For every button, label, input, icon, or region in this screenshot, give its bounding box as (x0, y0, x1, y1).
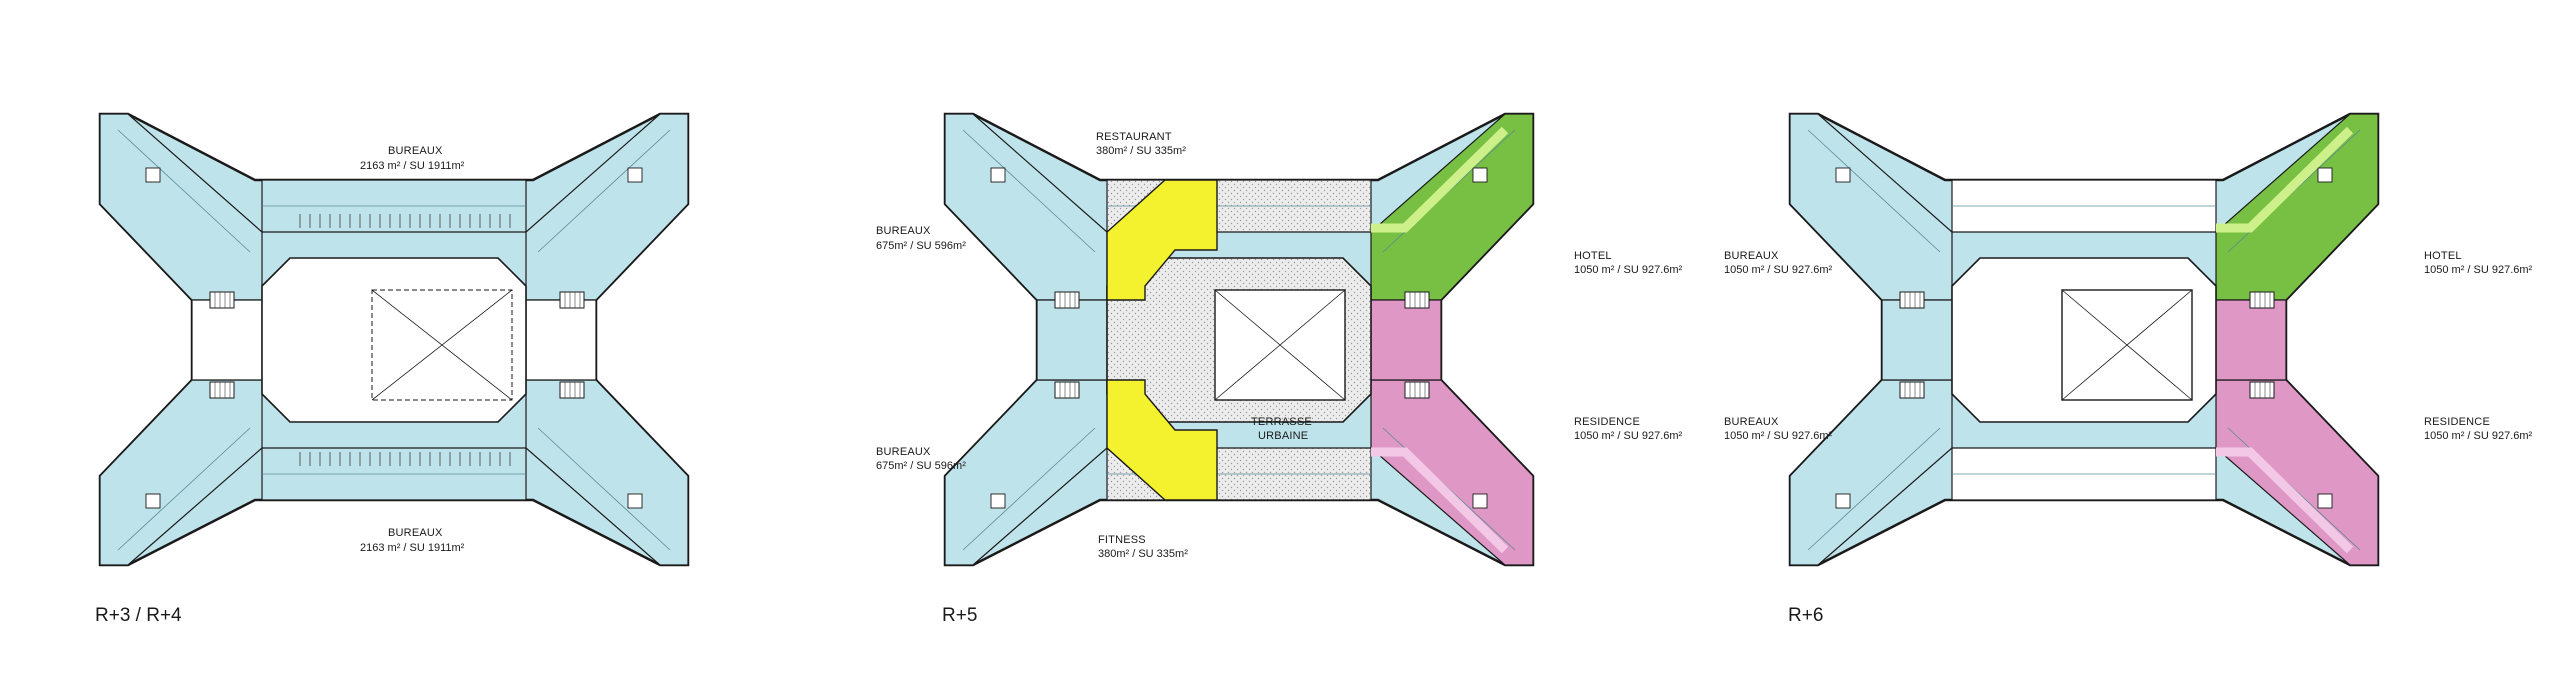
stair-core (1054, 291, 1080, 309)
stair-core (559, 381, 585, 399)
stair-core (209, 291, 235, 309)
hotel-name-label: HOTEL (1574, 250, 1612, 262)
restaurant-area-label: 380m² / SU 335m² (1096, 145, 1186, 157)
service-block (627, 493, 643, 509)
service-block (2317, 167, 2333, 183)
corridor-line (1807, 129, 1941, 253)
link-right-zone (2215, 299, 2287, 381)
stair-core (209, 381, 235, 399)
skylight-diagonal (2061, 289, 2193, 401)
service-block (627, 167, 643, 183)
office-bottom-area-label: 2163 m² / SU 1911m² (360, 542, 465, 554)
fitness-name-label: FITNESS (1098, 534, 1146, 546)
office-top-area-label: 1050 m² / SU 927.6m² (1724, 264, 1833, 276)
hotel-name-label: HOTEL (2424, 250, 2462, 262)
stair-core (1899, 291, 1925, 309)
floor-label-r6: R+6 (1788, 605, 1823, 626)
floor-plan-r5: RESTAURANT 380m² / SU 335m² BUREAUX 675m… (876, 112, 1683, 626)
link-left-zone (1036, 299, 1108, 381)
office-bottom-name-label: BUREAUX (388, 527, 443, 539)
office-bottom-name-label: BUREAUX (876, 446, 931, 458)
skylight-diagonal (371, 289, 513, 401)
service-block (2317, 493, 2333, 509)
service-block (990, 167, 1006, 183)
stair-core (2249, 291, 2275, 309)
office-top-area-label: 2163 m² / SU 1911m² (360, 160, 465, 172)
office-top-name-label: BUREAUX (1724, 250, 1779, 262)
stair-core (559, 291, 585, 309)
corridor-line (537, 427, 671, 551)
office-top-area-label: 675m² / SU 596m² (876, 240, 966, 252)
corridor-line (537, 129, 671, 253)
link-right-zone (1370, 299, 1442, 381)
fitness-zone (1106, 379, 1218, 501)
residence-name-label: RESIDENCE (1574, 416, 1640, 428)
service-block (145, 167, 161, 183)
link-left-zone (1881, 299, 1953, 381)
corridor-line (117, 129, 251, 253)
terrace-label-line1: TERRASSE (1251, 416, 1312, 428)
office-top-name-label: BUREAUX (388, 145, 443, 157)
service-block (1472, 167, 1488, 183)
residence-corridor (1371, 447, 1509, 554)
fitness-area-label: 380m² / SU 335m² (1098, 548, 1188, 560)
office-bottom-area-label: 1050 m² / SU 927.6m² (1724, 430, 1833, 442)
hotel-area-label: 1050 m² / SU 927.6m² (2424, 264, 2533, 276)
hotel-corridor (1371, 126, 1509, 233)
stair-core (1404, 291, 1430, 309)
skylight-diagonal (1214, 289, 1346, 401)
residence-corridor (2216, 447, 2354, 554)
residence-area-label: 1050 m² / SU 927.6m² (1574, 430, 1683, 442)
service-block (145, 493, 161, 509)
floor-label-r5: R+5 (942, 605, 977, 626)
stair-core (1404, 381, 1430, 399)
service-block (990, 493, 1006, 509)
service-block (1472, 493, 1488, 509)
hotel-corridor (2216, 126, 2354, 233)
stair-core (2249, 381, 2275, 399)
stair-core (1054, 381, 1080, 399)
corridor-line (117, 427, 251, 551)
residence-name-label: RESIDENCE (2424, 416, 2490, 428)
floor-plan-r3-r4: BUREAUX 2163 m² / SU 1911m² BUREAUX 2163… (95, 112, 690, 626)
floor-plan-r6: BUREAUX 1050 m² / SU 927.6m² BUREAUX 105… (1724, 112, 2533, 626)
hotel-area-label: 1050 m² / SU 927.6m² (1574, 264, 1683, 276)
stair-core (1899, 381, 1925, 399)
corridor-line (962, 129, 1096, 253)
floor-label-r3-r4: R+3 / R+4 (95, 605, 182, 626)
link-left-zone (191, 299, 263, 381)
service-block (1835, 167, 1851, 183)
office-bottom-name-label: BUREAUX (1724, 416, 1779, 428)
terrace-label-line2: URBAINE (1258, 430, 1308, 442)
corridor-line (962, 427, 1096, 551)
service-block (1835, 493, 1851, 509)
corridor-line (1807, 427, 1941, 551)
link-right-zone (525, 299, 597, 381)
restaurant-name-label: RESTAURANT (1096, 131, 1172, 143)
restaurant-zone (1106, 179, 1218, 301)
office-top-name-label: BUREAUX (876, 225, 931, 237)
residence-area-label: 1050 m² / SU 927.6m² (2424, 430, 2533, 442)
office-bottom-area-label: 675m² / SU 596m² (876, 460, 966, 472)
